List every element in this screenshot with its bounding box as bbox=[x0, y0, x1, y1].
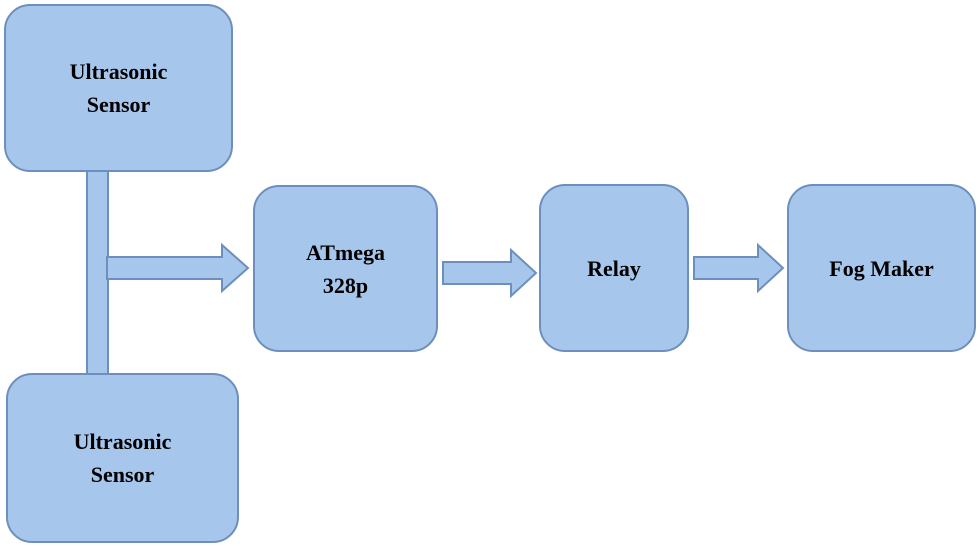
ultrasonic-sensor-label-bottom: Ultrasonic Sensor bbox=[73, 429, 172, 487]
ultrasonic-sensor-block-bottom: Ultrasonic Sensor bbox=[6, 373, 239, 543]
atmega-328p-label: ATmega 328p bbox=[305, 239, 386, 298]
ultrasonic-sensor-block-top: Ultrasonic Sensor bbox=[4, 4, 233, 172]
fog-maker-label: Fog Maker bbox=[829, 255, 934, 281]
atmega-328p-block: ATmega 328p bbox=[253, 185, 438, 352]
fog-maker-block: Fog Maker bbox=[787, 184, 976, 352]
ultrasonic-sensor-label-top: Ultrasonic Sensor bbox=[69, 59, 168, 117]
relay-label: Relay bbox=[587, 255, 641, 281]
relay-block: Relay bbox=[539, 184, 689, 352]
